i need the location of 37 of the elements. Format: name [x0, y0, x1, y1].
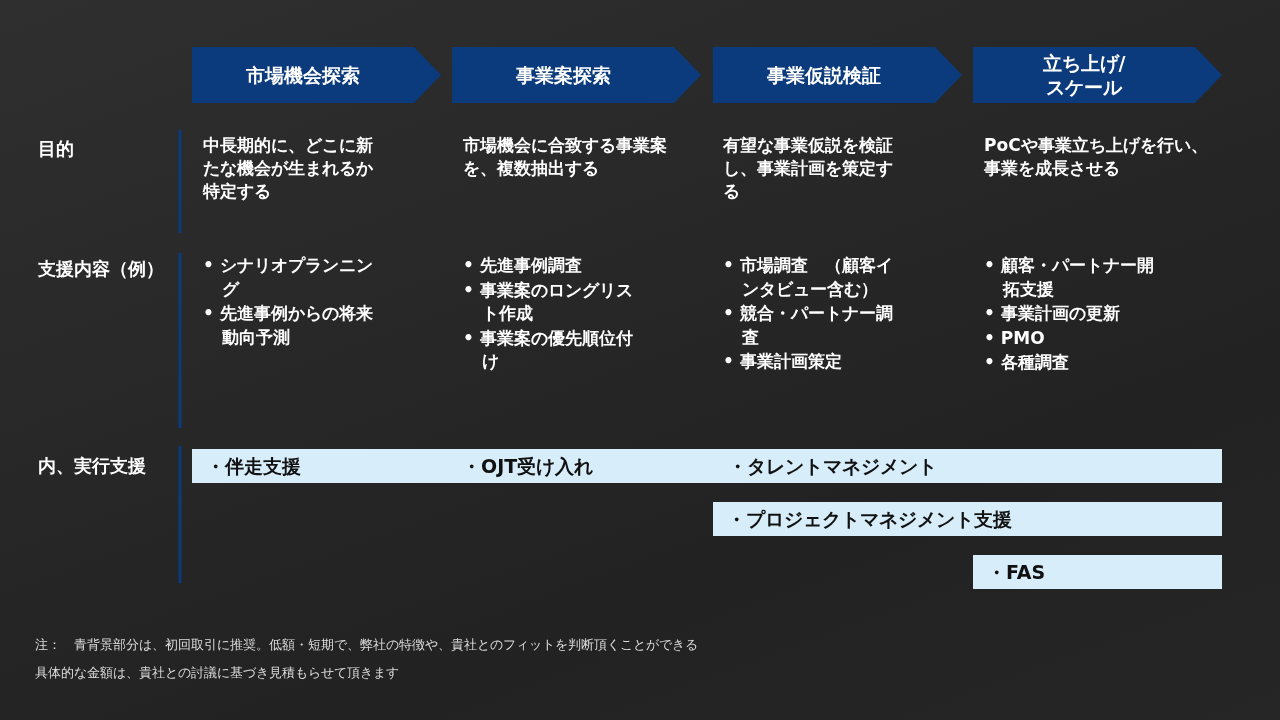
bar-text: ・OJT受け入れ: [462, 454, 594, 479]
chevron-step: [973, 47, 1222, 103]
step-title: 事業仮説検証: [767, 63, 881, 87]
footnote: 注： 青背景部分は、初回取引に推奨。低額・短期で、弊社の特徴や、貴社とのフィットを判断頂くことができる: [35, 636, 698, 654]
bullet-item: • 先進事例調査: [463, 254, 583, 277]
step-title: 事業案探索: [515, 63, 611, 87]
row-header: 目的: [38, 137, 75, 160]
row-header: 支援内容（例）: [38, 257, 165, 280]
highlight-bar: [713, 502, 1222, 536]
bullet-item: • 市場調査 （顧客インタビュー含む）: [723, 254, 894, 301]
bar-text: ・伴走支援: [206, 454, 301, 479]
purpose-text: 有望な事業仮説を検証し、事業計画を策定する: [723, 134, 894, 203]
bullet-item: • 事業計画策定: [723, 350, 843, 373]
bar-text: ・タレントマネジメント: [728, 454, 937, 479]
bullet-item: • 事業案のロングリスト作成: [463, 278, 634, 325]
bar-text: ・FAS: [987, 560, 1046, 585]
step-title: 立ち上げ/スケール: [1041, 51, 1127, 99]
bullet-item: • 各種調査: [984, 351, 1070, 374]
chevron-step: [713, 47, 962, 103]
step-title: 市場機会探索: [246, 63, 360, 87]
footnote: 具体的な金額は、貴社との討議に基づき見積もらせて頂きます: [35, 664, 399, 682]
purpose-text: 市場機会に合致する事業案を、複数抽出する: [463, 134, 668, 180]
highlight-bar: [192, 449, 1222, 483]
bullet-item: • PMO: [984, 326, 1046, 350]
chevron-step: [452, 47, 701, 103]
bar-text: ・プロジェクトマネジメント支援: [727, 507, 1012, 532]
bullet-item: • 顧客・パートナー開拓支援: [984, 254, 1155, 301]
purpose-text: PoCや事業立ち上げを行い、事業を成長させる: [984, 134, 1209, 180]
bullet-item: • 事業計画の更新: [984, 302, 1121, 325]
bullet-item: • 競合・パートナー調査: [723, 302, 894, 349]
bullet-item: • 先進事例からの将来動向予測: [203, 302, 374, 349]
row-header: 内、実行支援: [38, 454, 147, 477]
chevron-step: [192, 47, 441, 103]
bullet-item: • シナリオプランニング: [203, 254, 374, 301]
purpose-text: 中長期的に、どこに新たな機会が生まれるか特定する: [203, 134, 374, 203]
bullet-item: • 事業案の優先順位付け: [463, 326, 634, 373]
highlight-bar: [973, 555, 1222, 589]
